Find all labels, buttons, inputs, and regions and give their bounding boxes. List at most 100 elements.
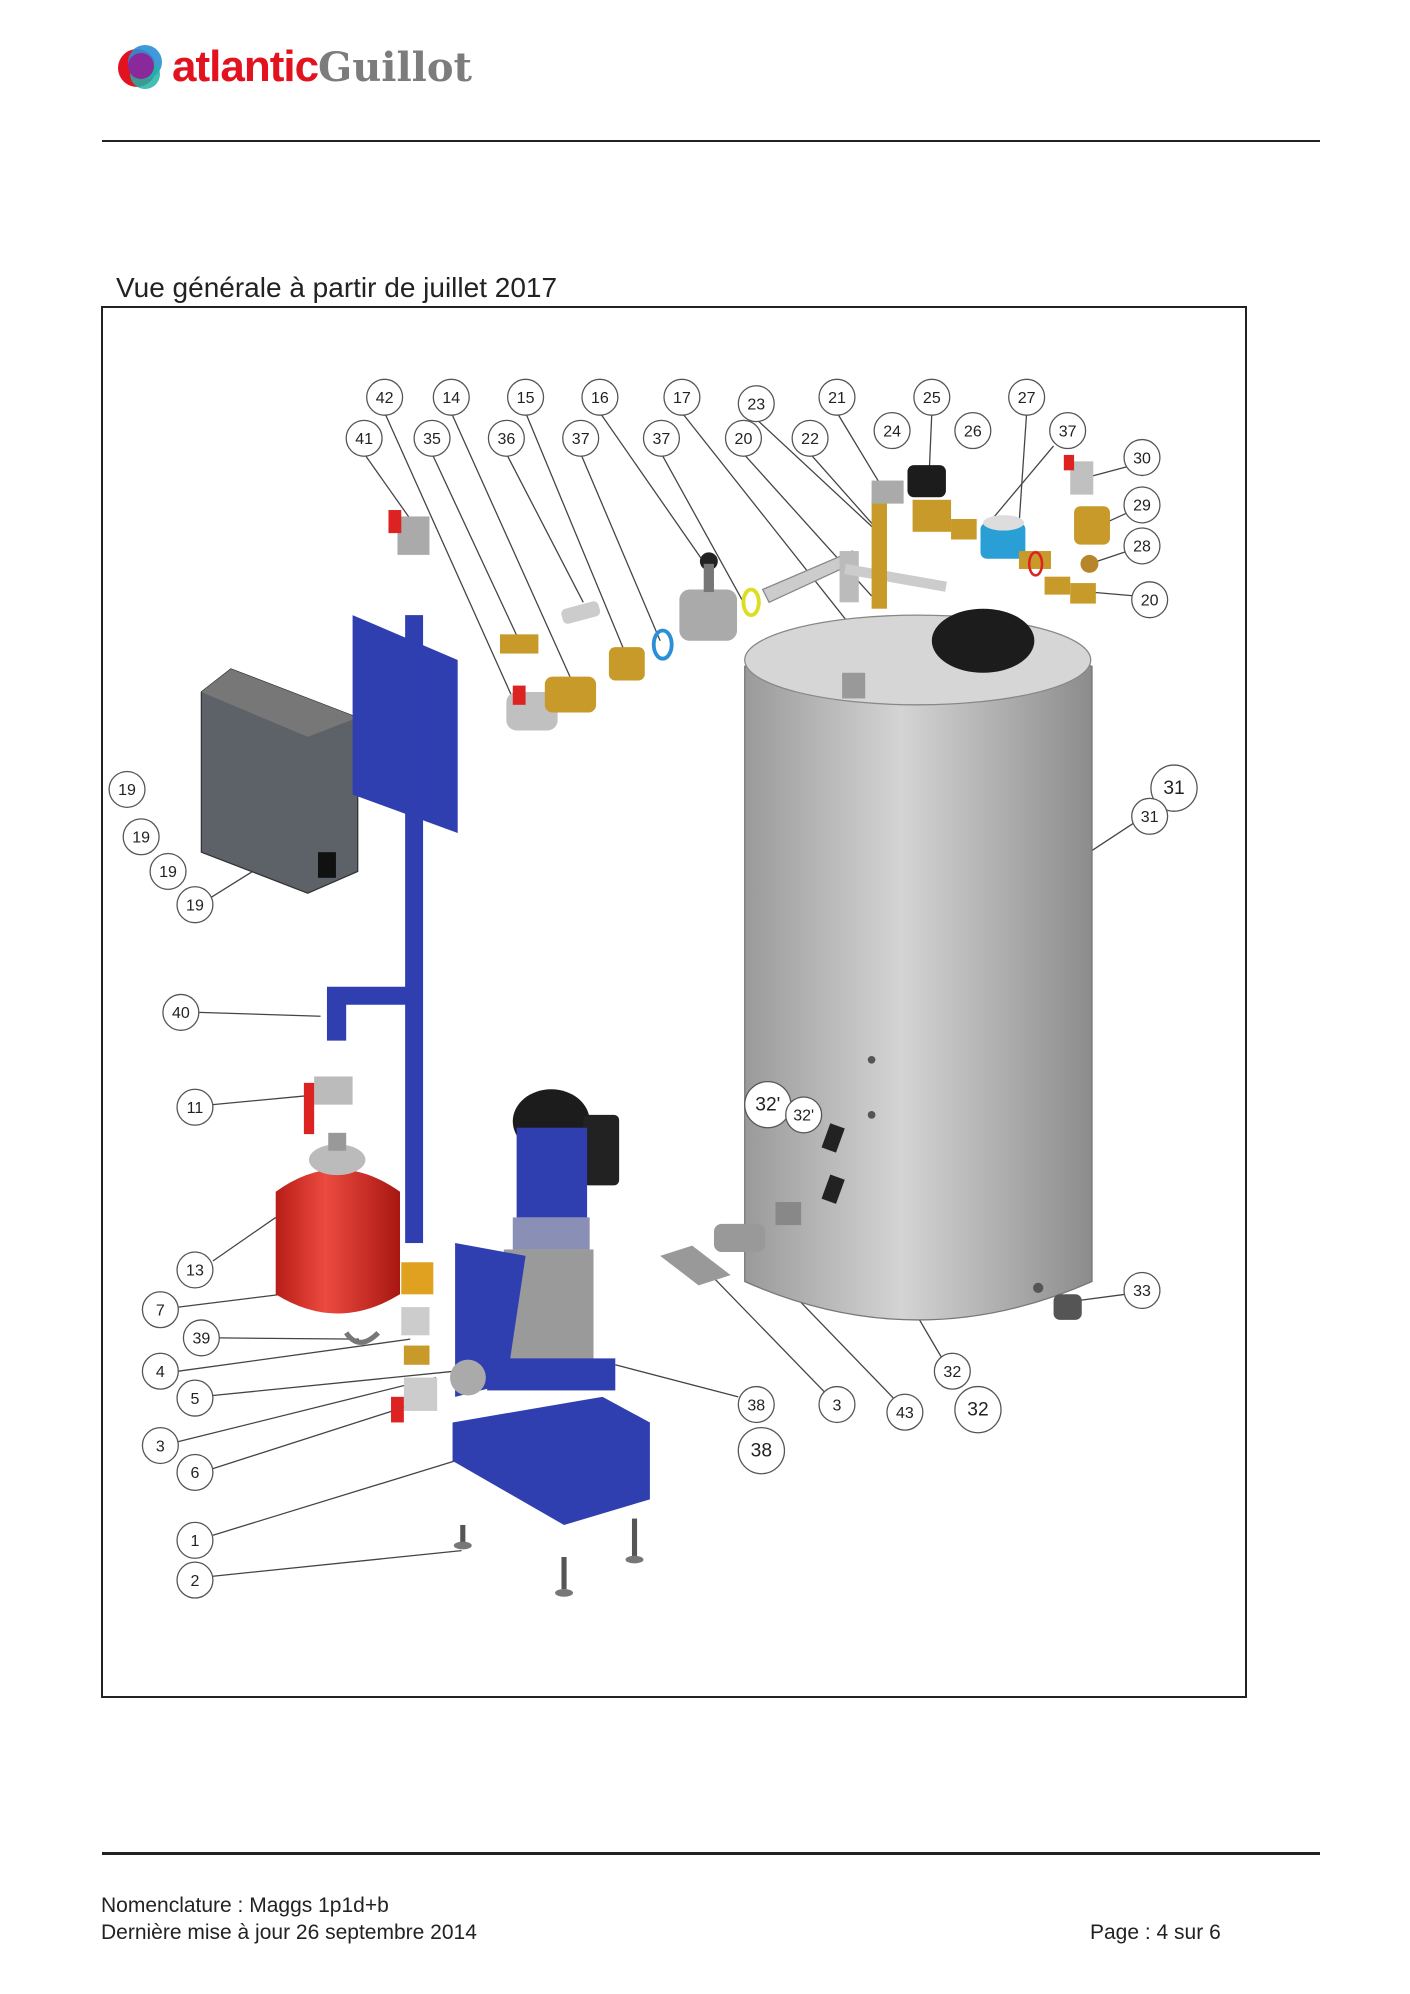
callout-3: 16: [581, 378, 619, 416]
callout-46: 43: [886, 1393, 924, 1431]
callout-label: 27: [1018, 390, 1036, 407]
callout-circle: [176, 1379, 214, 1417]
callout-label: 39: [192, 1331, 210, 1348]
callout-40: 1: [176, 1521, 214, 1559]
expansion-vessel: [275, 1076, 438, 1423]
callout-circle: [933, 1352, 971, 1390]
callout-label: 20: [735, 431, 753, 448]
pump: [449, 1089, 650, 1597]
callout-label: 3: [833, 1397, 842, 1414]
callout-0: 42: [366, 378, 404, 416]
callout-circle: [1150, 764, 1198, 812]
callout-12: 37: [562, 419, 600, 457]
callout-26: 19: [176, 886, 214, 924]
callout-17: 26: [954, 411, 992, 450]
callout-41: 2: [176, 1561, 214, 1599]
callout-circle: [642, 419, 681, 457]
header-divider: [102, 140, 1320, 142]
callout-label: 19: [159, 864, 177, 881]
callout-4: 17: [663, 378, 701, 416]
callout-circle: [1123, 527, 1161, 565]
callout-circle: [122, 818, 160, 856]
callout-circle: [366, 378, 404, 416]
callout-circle: [737, 1426, 786, 1475]
callout-circle: [818, 378, 856, 416]
callout-circle: [149, 852, 187, 890]
callout-label: 30: [1133, 450, 1151, 467]
callout-circle: [954, 411, 992, 450]
callout-circle: [913, 378, 951, 416]
callout-circle: [1123, 438, 1161, 477]
fittings: [388, 454, 1110, 731]
callout-label: 25: [923, 390, 941, 407]
callout-label: 13: [186, 1263, 204, 1280]
callout-circle: [1008, 378, 1046, 416]
callout-label: 37: [572, 431, 590, 448]
callout-label: 41: [355, 431, 373, 448]
callout-label: 42: [376, 390, 394, 407]
callout-circle: [1131, 797, 1169, 835]
logo-brand: atlantic: [172, 42, 319, 91]
footer-nomenclature: Nomenclature : Maggs 1p1d+b: [101, 1894, 389, 1917]
callout-label: 3: [156, 1438, 165, 1455]
callout-circle: [432, 378, 470, 416]
callout-circle: [507, 378, 545, 416]
callout-label: 32': [755, 1094, 780, 1115]
callout-label: 4: [156, 1364, 165, 1381]
blue-frame-pipe: [326, 615, 458, 1244]
tank-fittings: [660, 1123, 1082, 1320]
callout-label: 14: [442, 390, 460, 407]
callout-label: 32': [793, 1108, 814, 1125]
footer-last-update: Dernière mise à jour 26 septembre 2014: [101, 1921, 477, 1944]
callout-label: 40: [172, 1005, 190, 1022]
callout-33: 13: [176, 1251, 214, 1289]
atlantic-guillot-logo: atlantic Guillot: [118, 42, 472, 92]
callout-27: 31: [1150, 764, 1198, 812]
callout-label: 38: [747, 1397, 765, 1414]
callout-35: 39: [182, 1319, 220, 1357]
callout-9: 41: [345, 419, 383, 457]
logo-sub: Guillot: [318, 43, 473, 91]
callout-circle: [737, 385, 775, 423]
callout-22: 20: [1131, 581, 1169, 619]
callout-circle: [886, 1393, 924, 1431]
callout-label: 33: [1133, 1283, 1151, 1300]
callout-label: 19: [132, 830, 150, 847]
callout-label: 26: [964, 423, 982, 440]
footer-page-number: Page : 4 sur 6: [1090, 1921, 1221, 1944]
callout-circle: [487, 419, 525, 457]
callout-18: 37: [1049, 411, 1087, 450]
callout-label: 24: [883, 423, 901, 440]
callout-38: 3: [141, 1426, 179, 1465]
callout-1: 14: [432, 378, 470, 416]
callout-label: 37: [1059, 423, 1077, 440]
callout-13: 37: [642, 419, 681, 457]
callout-23: 19: [108, 770, 146, 808]
callout-36: 4: [141, 1352, 179, 1390]
callout-circle: [176, 1453, 214, 1492]
callout-circle: [724, 419, 763, 457]
callout-label: 11: [187, 1100, 204, 1117]
callout-7: 25: [913, 378, 951, 416]
callout-19: 30: [1123, 438, 1161, 477]
callout-34: 7: [141, 1291, 179, 1329]
callout-label: 7: [156, 1302, 165, 1319]
callout-label: 36: [497, 431, 515, 448]
control-box: [200, 668, 359, 894]
callout-label: 29: [1133, 498, 1151, 515]
callout-45: 3: [818, 1385, 856, 1424]
callout-37: 5: [176, 1379, 214, 1417]
callout-circle: [176, 1521, 214, 1559]
callout-label: 43: [896, 1405, 914, 1422]
callout-2: 15: [507, 378, 545, 416]
callout-label: 15: [517, 390, 535, 407]
logo-icon: [118, 45, 164, 89]
callout-30: 11: [176, 1088, 214, 1126]
callout-circle: [791, 419, 829, 457]
callout-label: 23: [747, 396, 765, 413]
callout-circle: [1049, 411, 1087, 450]
callout-28: 31: [1131, 797, 1169, 835]
callout-25: 19: [149, 852, 187, 890]
callout-circle: [176, 1251, 214, 1289]
